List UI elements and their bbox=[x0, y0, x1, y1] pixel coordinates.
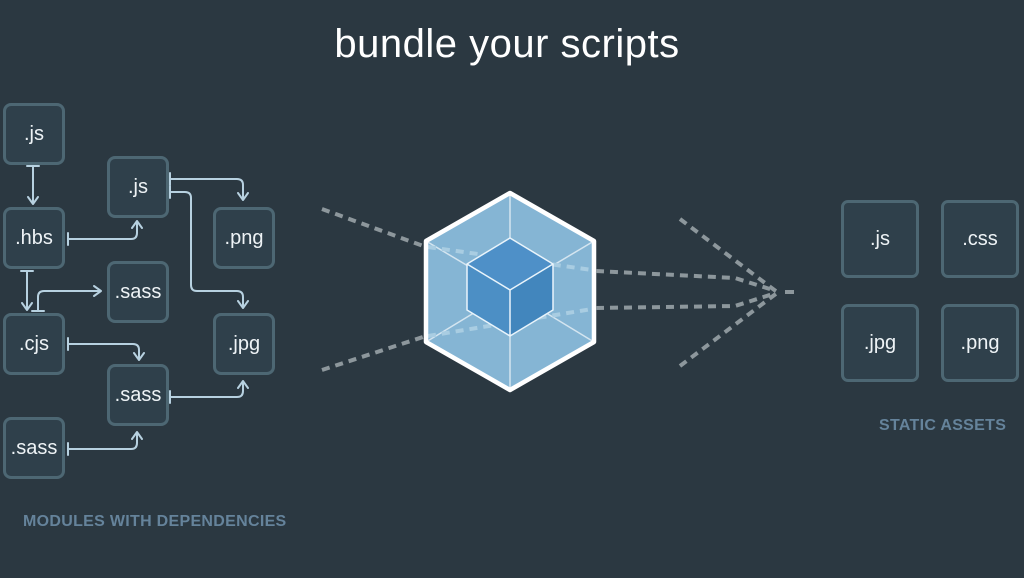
module-box-png: .png bbox=[213, 207, 275, 269]
dashed-shaft-upper bbox=[595, 269, 777, 293]
modules-caption: MODULES WITH DEPENDENCIES bbox=[23, 513, 287, 530]
webpack-logo-icon bbox=[423, 190, 597, 393]
arrow-cjs-to-sass-upper bbox=[31, 285, 102, 312]
module-box-hbs: .hbs bbox=[3, 207, 65, 269]
dashed-flow-right bbox=[595, 217, 794, 368]
asset-box-css: .css bbox=[941, 200, 1019, 278]
arrow-hbs-to-js bbox=[67, 220, 143, 246]
inner-cube-edges bbox=[466, 237, 554, 337]
module-box-js-top: .js bbox=[3, 103, 65, 165]
inner-cube bbox=[466, 237, 554, 337]
dashed-arrowhead-top bbox=[678, 217, 779, 294]
module-box-jpg: .jpg bbox=[213, 313, 275, 375]
arrow-js-to-jpg bbox=[169, 185, 249, 309]
module-box-sass-left: .sass bbox=[3, 417, 65, 479]
asset-box-png: .png bbox=[941, 304, 1019, 382]
module-box-js-mid: .js bbox=[107, 156, 169, 218]
dashed-flow-left bbox=[321, 207, 427, 372]
asset-box-jpg: .jpg bbox=[841, 304, 919, 382]
dashed-line-upper-left bbox=[321, 207, 427, 249]
arrow-sass-to-jpg bbox=[169, 380, 249, 404]
arrow-sass-to-sass bbox=[67, 431, 143, 456]
module-box-cjs: .cjs bbox=[3, 313, 65, 375]
arrow-js-to-png bbox=[169, 172, 249, 201]
assets-caption: STATIC ASSETS bbox=[879, 417, 1007, 434]
asset-box-js: .js bbox=[841, 200, 919, 278]
dashed-line-lower-left bbox=[321, 334, 427, 372]
page-title: bundle your scripts bbox=[334, 22, 680, 66]
module-box-sass-upper: .sass bbox=[107, 261, 169, 323]
inner-cube-left-face bbox=[467, 264, 510, 336]
arrow-cjs-to-sass-lower bbox=[67, 337, 145, 361]
inner-cube-right-face bbox=[510, 264, 553, 336]
module-box-sass-lower: .sass bbox=[107, 364, 169, 426]
dashed-arrowhead-bottom bbox=[678, 291, 779, 368]
cube-outline bbox=[423, 190, 597, 393]
dependency-connectors bbox=[20, 165, 249, 456]
arrow-hbs-to-cjs bbox=[20, 270, 34, 311]
dashed-shaft-lower bbox=[595, 291, 777, 310]
arrow-js-to-hbs bbox=[26, 165, 40, 205]
